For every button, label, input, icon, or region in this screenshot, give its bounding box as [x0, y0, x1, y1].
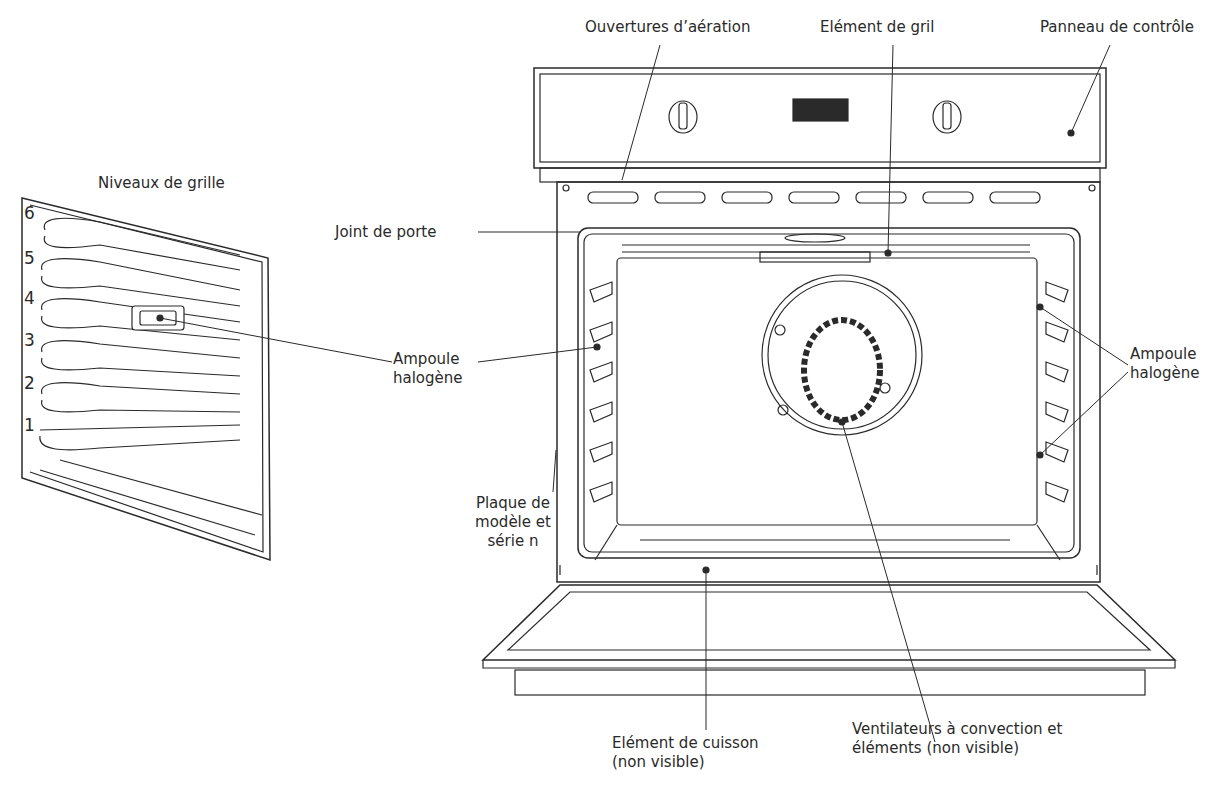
part-label: Ampoule halogène: [393, 350, 481, 388]
oven-door: [483, 567, 1175, 695]
rack-supports: [590, 282, 1068, 502]
control-panel: [534, 68, 1106, 168]
rack-number: 5: [24, 248, 44, 268]
part-label: Joint de porte: [335, 223, 480, 242]
convection-fan: [762, 275, 922, 435]
part-label: Ventilateurs à convection et éléments (n…: [852, 720, 1107, 758]
rack-number: 4: [24, 288, 44, 308]
oven-body: [540, 168, 1100, 582]
rack-number: 1: [24, 415, 44, 435]
rack-number: 3: [24, 330, 44, 350]
part-label: Elément de cuisson (non visible): [612, 734, 772, 772]
side-wall: [22, 198, 270, 560]
part-label: Ampoule halogène: [1130, 345, 1220, 383]
leader-lines: [160, 45, 1128, 742]
rack-number: 6: [24, 203, 44, 223]
part-label: Plaque de modèle et série n: [468, 494, 558, 551]
part-label: Niveaux de grille: [98, 174, 268, 193]
rack-number: 2: [24, 373, 44, 393]
part-label: Ouvertures d’aération: [585, 18, 805, 37]
part-label: Panneau de contrôle: [1040, 18, 1215, 37]
part-label: Elément de gril: [820, 18, 970, 37]
